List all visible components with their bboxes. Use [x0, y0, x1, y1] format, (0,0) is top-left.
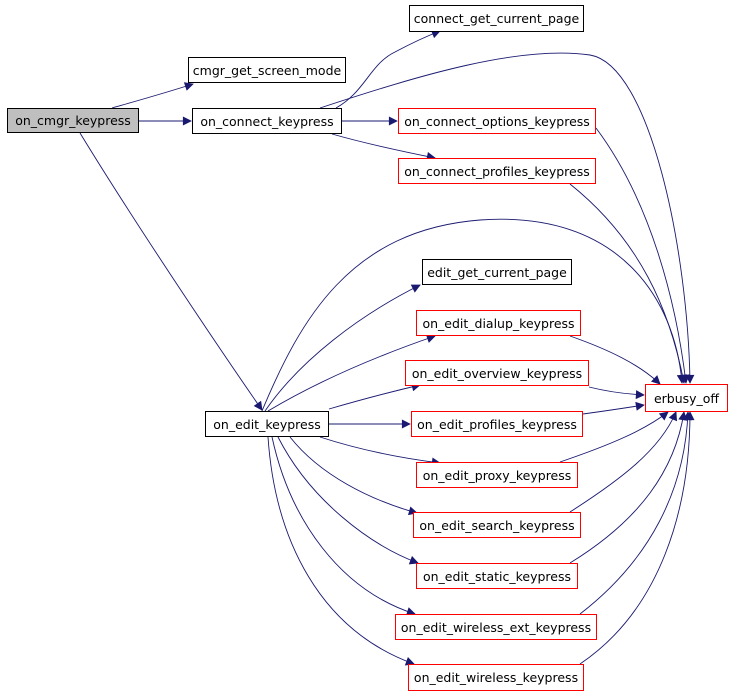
edge-options-to-erbusy	[595, 127, 690, 384]
edge-wireless-ext-to-erbusy	[579, 411, 693, 615]
node-edit-get-current-page[interactable]: edit_get_current_page	[422, 259, 572, 285]
node-connect-get-current-page[interactable]: connect_get_current_page	[409, 5, 584, 32]
edge-connect-to-get-page	[335, 29, 441, 109]
node-on-connect-keypress[interactable]: on_connect_keypress	[192, 108, 342, 134]
edge-dialup-to-erbusy	[569, 335, 661, 385]
edge-search-to-erbusy	[569, 411, 677, 513]
edge-cmgr-to-screen-mode	[111, 82, 194, 109]
node-on-edit-proxy-keypress[interactable]: on_edit_proxy_keypress	[416, 462, 578, 488]
edge-connect-to-profiles	[331, 133, 436, 161]
node-on-edit-dialup-keypress[interactable]: on_edit_dialup_keypress	[416, 310, 581, 336]
edge-edit-to-erbusy	[261, 218, 686, 412]
edge-edit-to-get-page	[264, 284, 421, 412]
edge-edit-to-static	[277, 436, 419, 565]
edge-edit-to-dialup	[267, 334, 436, 412]
edge-proxy-to-erbusy	[559, 411, 669, 463]
edge-edit-to-search	[289, 436, 418, 516]
node-on-edit-wireless-ext-keypress[interactable]: on_edit_wireless_ext_keypress	[395, 614, 597, 640]
node-erbusy-off[interactable]: erbusy_off	[645, 384, 728, 412]
node-on-cmgr-keypress: on_cmgr_keypress	[7, 108, 139, 133]
edge-static-to-erbusy	[569, 411, 688, 564]
edge-cmgr-to-edit-keypress	[79, 132, 263, 411]
node-on-connect-options-keypress[interactable]: on_connect_options_keypress	[398, 108, 596, 134]
node-on-edit-profiles-keypress[interactable]: on_edit_profiles_keypress	[411, 411, 583, 437]
edge-wireless-to-erbusy	[579, 411, 695, 665]
edge-profiles-edit-to-erbusy	[582, 401, 645, 415]
edge-connect-to-erbusy	[319, 52, 695, 384]
edge-edit-to-wireless	[267, 436, 415, 666]
node-on-edit-wireless-keypress[interactable]: on_edit_wireless_keypress	[408, 664, 584, 691]
node-on-edit-static-keypress[interactable]: on_edit_static_keypress	[416, 563, 578, 589]
node-on-edit-keypress[interactable]: on_edit_keypress	[205, 411, 329, 437]
node-cmgr-get-screen-mode[interactable]: cmgr_get_screen_mode	[188, 57, 346, 83]
edge-edit-to-overview	[328, 382, 421, 410]
node-on-edit-overview-keypress[interactable]: on_edit_overview_keypress	[405, 360, 589, 386]
edge-edit-to-proxy	[319, 436, 441, 467]
node-on-connect-profiles-keypress[interactable]: on_connect_profiles_keypress	[398, 158, 596, 184]
edge-overview-to-erbusy	[588, 386, 645, 400]
node-on-edit-search-keypress[interactable]: on_edit_search_keypress	[413, 512, 581, 538]
edge-edit-to-wireless-ext	[271, 436, 416, 616]
